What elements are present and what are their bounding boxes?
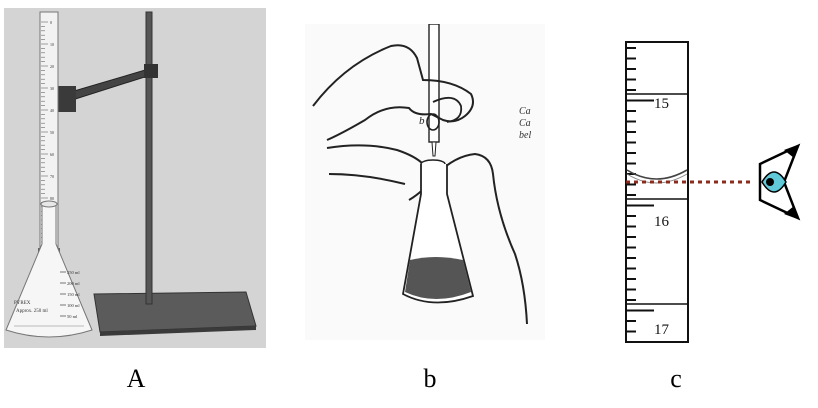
flask-volume-label: 250 ml xyxy=(67,270,80,275)
side-text-line-2: Ca xyxy=(519,118,531,129)
burette-scale-number: 0 xyxy=(50,20,52,25)
flask-volume-label: 200 ml xyxy=(67,281,80,286)
burette-scale-number: 80 xyxy=(50,196,54,201)
scale-label-16: 16 xyxy=(654,214,670,230)
eye-icon xyxy=(760,144,800,220)
scale-label-17: 17 xyxy=(654,322,670,338)
burette-scale-number: 50 xyxy=(50,130,54,135)
burette-closeup xyxy=(626,42,688,342)
burette-scale-number: 20 xyxy=(50,64,54,69)
burette-scale-number: 40 xyxy=(50,108,54,113)
burette-scale-number: 60 xyxy=(50,152,54,157)
caption-a: A xyxy=(127,366,146,392)
side-text-line-3: bel xyxy=(519,130,531,141)
flask-mouth xyxy=(41,201,57,207)
burette-scale-number: 70 xyxy=(50,174,54,179)
stopcock-label: b xyxy=(419,115,425,127)
burette-tube-drawn xyxy=(429,24,439,142)
flask-liquid xyxy=(405,257,471,299)
burette-clamp xyxy=(56,86,76,112)
panel-b-titration-drawing: b Ca Ca bel xyxy=(305,24,545,340)
titration-hands-illustration: b Ca Ca bel xyxy=(305,24,545,340)
flask-volume-label: 50 ml xyxy=(67,314,78,319)
burette-scale-number: 10 xyxy=(50,42,54,47)
flask-brand: PYREX xyxy=(14,301,31,306)
panel-c-meniscus-reading: 15 16 17 xyxy=(612,38,814,348)
meniscus-scale-illustration: 15 16 17 xyxy=(612,38,814,348)
flask-volume-label: 100 ml xyxy=(67,303,80,308)
clamp-boss xyxy=(144,64,158,78)
caption-b: b xyxy=(424,366,437,392)
scale-label-15: 15 xyxy=(654,96,669,112)
burette-scale-number: 30 xyxy=(50,86,54,91)
flask-volume-label: 150 ml xyxy=(67,292,80,297)
burette-tip-drawn xyxy=(432,142,436,156)
flask-capacity: Approx. 250 ml xyxy=(16,309,48,314)
side-text-line-1: Ca xyxy=(519,106,531,117)
stand-base xyxy=(94,292,256,332)
caption-c: c xyxy=(670,366,682,392)
stand-rod xyxy=(146,12,152,304)
